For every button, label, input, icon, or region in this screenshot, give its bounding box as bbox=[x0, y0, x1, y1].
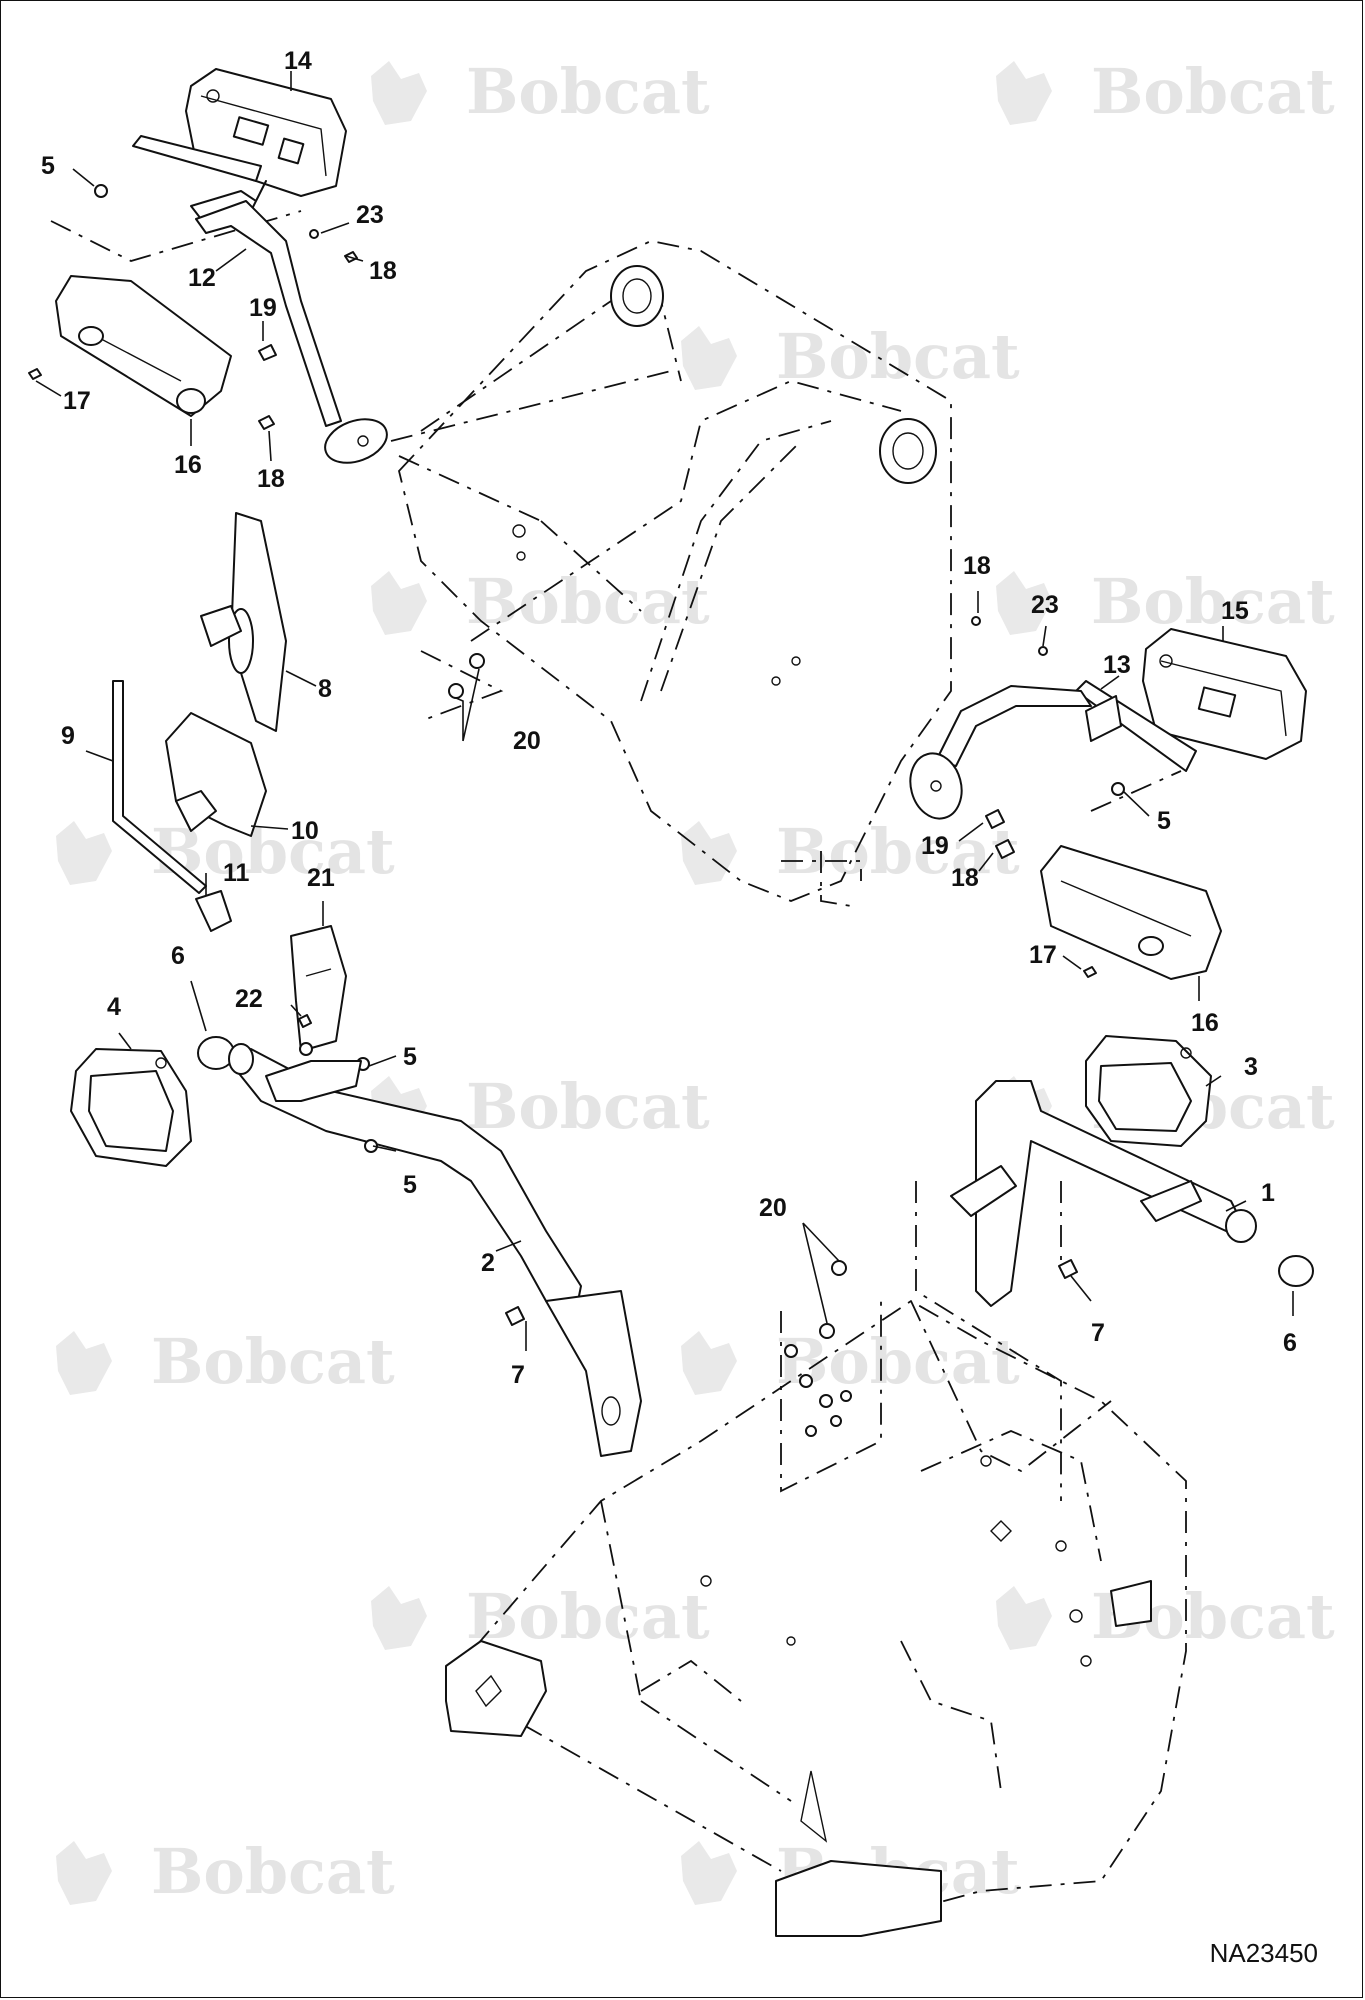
callout-5: 5 bbox=[1157, 807, 1171, 835]
bolt-7-right bbox=[1058, 1259, 1078, 1279]
callout-labels: 14 5 23 18 12 19 17 16 18 8 9 10 11 21 6… bbox=[41, 47, 1297, 1389]
callout-20: 20 bbox=[759, 1194, 787, 1222]
callout-6: 6 bbox=[171, 942, 185, 970]
mirror-clamp-11 bbox=[195, 890, 232, 932]
bolt-22 bbox=[298, 1014, 312, 1028]
light-bar-2 bbox=[228, 1043, 642, 1457]
watermark-text: Bobcat bbox=[776, 815, 1020, 888]
pivot-boss-left bbox=[610, 265, 664, 327]
nut-5-left bbox=[94, 184, 108, 198]
callout-2: 2 bbox=[481, 1249, 495, 1277]
mirror-bracket-21 bbox=[290, 925, 370, 1071]
callout-23: 23 bbox=[1031, 591, 1059, 619]
callout-17: 17 bbox=[63, 387, 91, 415]
mirror-10 bbox=[165, 712, 267, 837]
bolt-19-right bbox=[985, 809, 1005, 829]
callout-16: 16 bbox=[1191, 1009, 1219, 1037]
watermark-text: Bobcat bbox=[1091, 55, 1335, 128]
callout-6: 6 bbox=[1283, 1329, 1297, 1357]
light-bar-1 bbox=[950, 1080, 1314, 1307]
washer-23-left bbox=[309, 229, 319, 239]
callout-23: 23 bbox=[356, 201, 384, 229]
callout-14: 14 bbox=[284, 47, 312, 75]
light-guard-16-right bbox=[1040, 845, 1222, 980]
callout-18: 18 bbox=[369, 257, 397, 285]
callout-19: 19 bbox=[249, 294, 277, 322]
nut-5-right bbox=[1111, 782, 1125, 796]
tail-light-left bbox=[185, 68, 347, 197]
watermark-text: Bobcat bbox=[151, 1835, 395, 1908]
grommet-6-right bbox=[1278, 1255, 1314, 1287]
watermark-text: Bobcat bbox=[1091, 565, 1335, 638]
callout-5: 5 bbox=[403, 1171, 417, 1199]
callout-11: 11 bbox=[223, 859, 250, 887]
light-arm-12 bbox=[195, 200, 388, 464]
callout-16: 16 bbox=[174, 451, 202, 479]
callout-9: 9 bbox=[61, 722, 75, 750]
callout-12: 12 bbox=[188, 264, 216, 292]
callout-20: 20 bbox=[513, 727, 541, 755]
watermark-layer: Bobcat Bobcat Bobcat Bobcat Bobcat Bobca… bbox=[56, 55, 1335, 1908]
callout-1: 1 bbox=[1261, 1179, 1275, 1207]
bolt-18-right-lower bbox=[995, 839, 1015, 859]
lower-frame-left-foot bbox=[445, 1640, 547, 1737]
callout-18: 18 bbox=[951, 864, 979, 892]
lower-frame-center-foot bbox=[775, 1860, 942, 1937]
callout-18: 18 bbox=[963, 552, 991, 580]
nut-20-lower-b bbox=[819, 1323, 835, 1339]
callout-18: 18 bbox=[257, 465, 285, 493]
light-guard-16-left bbox=[28, 275, 277, 430]
tail-light-right bbox=[1142, 628, 1307, 760]
nut-20-lower-a bbox=[831, 1260, 847, 1276]
nut-20-upper-b bbox=[448, 683, 464, 699]
callout-19: 19 bbox=[921, 832, 949, 860]
watermark-text: Bobcat bbox=[466, 565, 710, 638]
callout-8: 8 bbox=[318, 675, 332, 703]
callout-15: 15 bbox=[1221, 597, 1249, 625]
callout-21: 21 bbox=[307, 864, 335, 892]
bolt-7-left bbox=[505, 1306, 525, 1326]
tail-light-bracket-right bbox=[971, 616, 1197, 796]
bolt-19-left bbox=[258, 344, 277, 361]
callout-7: 7 bbox=[511, 1361, 525, 1389]
callout-10: 10 bbox=[291, 817, 319, 845]
screw-18-right bbox=[971, 616, 981, 626]
mirror-8 bbox=[200, 512, 287, 732]
callout-4: 4 bbox=[107, 993, 121, 1021]
leader-lines bbox=[35, 71, 1294, 1351]
grommet-6-left bbox=[197, 1036, 235, 1070]
callout-17: 17 bbox=[1029, 941, 1057, 969]
callout-22: 22 bbox=[235, 985, 263, 1013]
callout-5: 5 bbox=[403, 1043, 417, 1071]
watermark-text: Bobcat bbox=[151, 1325, 395, 1398]
callout-5: 5 bbox=[41, 152, 55, 180]
work-light-4 bbox=[70, 1036, 235, 1167]
screw-17-right bbox=[1083, 966, 1097, 978]
nuts-20 bbox=[448, 653, 847, 1339]
bolt-18-lower-left bbox=[258, 415, 275, 430]
callout-7: 7 bbox=[1091, 1319, 1105, 1347]
watermark-text: Bobcat bbox=[466, 55, 710, 128]
watermark-text: Bobcat bbox=[776, 1325, 1020, 1398]
watermark-text: Bobcat bbox=[466, 1070, 710, 1143]
lower-frame-right-bracket bbox=[1110, 1580, 1152, 1627]
upper-cab-frame bbox=[390, 240, 952, 907]
callout-13: 13 bbox=[1103, 651, 1131, 679]
watermark-text: Bobcat bbox=[776, 320, 1020, 393]
nut-20-upper-a bbox=[469, 653, 485, 669]
screw-17-left bbox=[28, 368, 42, 380]
drawing-number: NA23450 bbox=[1209, 1938, 1318, 1968]
callout-3: 3 bbox=[1244, 1053, 1258, 1081]
light-arm-13 bbox=[909, 685, 1092, 859]
watermark-text: Bobcat bbox=[466, 1580, 710, 1653]
pivot-boss-right bbox=[879, 418, 937, 484]
lower-loader-frame bbox=[445, 1299, 1187, 1937]
washer-23-right bbox=[1038, 646, 1048, 656]
work-light-3 bbox=[1085, 1035, 1212, 1147]
nut-5-light-bar bbox=[364, 1139, 378, 1153]
